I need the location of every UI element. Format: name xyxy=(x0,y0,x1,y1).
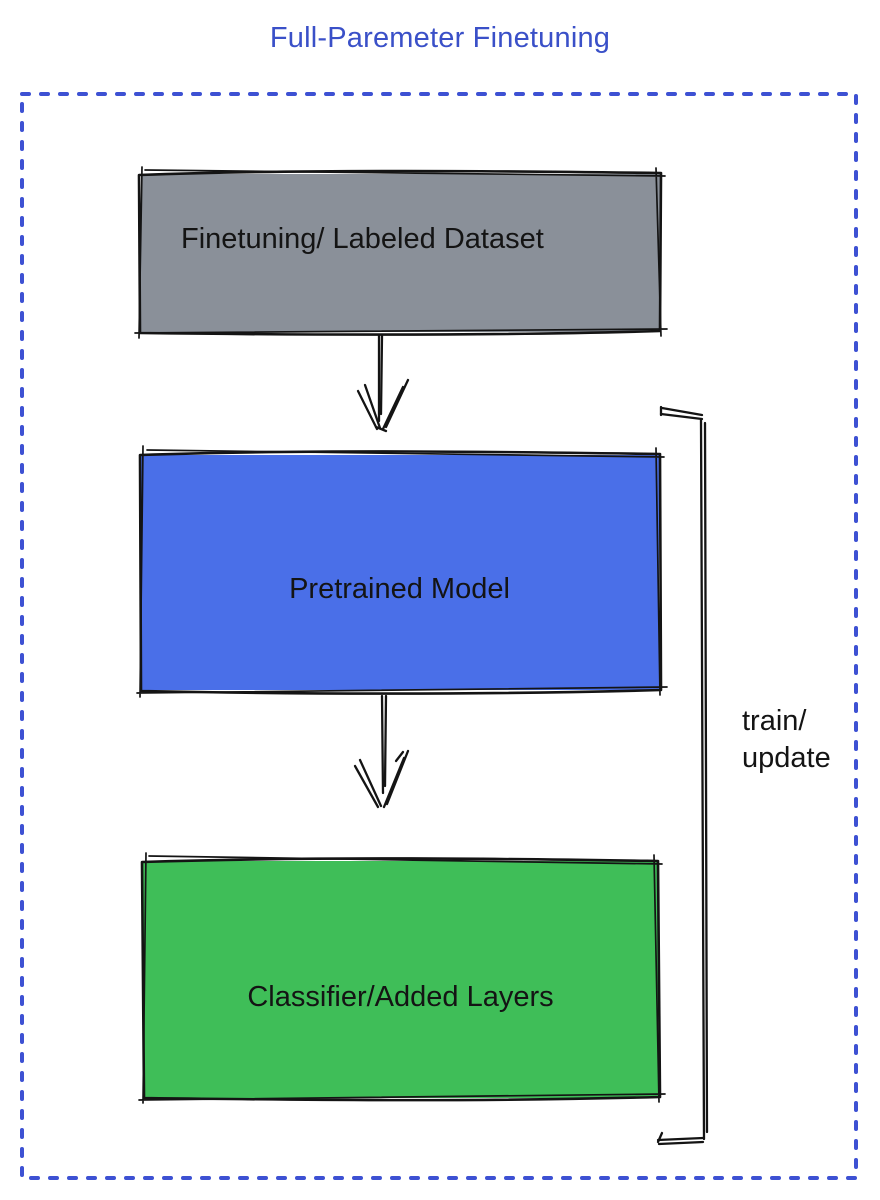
node-dataset-fill xyxy=(141,174,660,332)
train-update-bracket xyxy=(656,405,709,1146)
node-classifier-fill xyxy=(143,861,658,1098)
node-classifier-outline-overdraw xyxy=(138,852,666,1104)
node-classifier xyxy=(138,852,666,1104)
node-pretrained xyxy=(136,445,668,698)
train-update-label-line1: train/ xyxy=(742,705,807,737)
arrow-pretrained-to-classifier xyxy=(353,694,410,809)
dashed-frame xyxy=(20,92,858,1180)
node-pretrained-fill xyxy=(141,455,659,690)
node-pretrained-outline-overdraw xyxy=(136,445,668,698)
arrow-dataset-to-pretrained xyxy=(356,334,410,433)
page-title: Full-Paremeter Finetuning xyxy=(269,22,611,54)
node-dataset-label: Finetuning/ Labeled Dataset xyxy=(181,223,544,255)
node-dataset xyxy=(134,166,668,339)
train-update-label: train/ update xyxy=(742,703,831,777)
train-update-label-line2: update xyxy=(742,742,831,774)
node-pretrained-label: Pretrained Model xyxy=(289,573,510,605)
node-classifier-label: Classifier/Added Layers xyxy=(247,981,554,1013)
node-dataset-outline-overdraw xyxy=(134,166,668,339)
